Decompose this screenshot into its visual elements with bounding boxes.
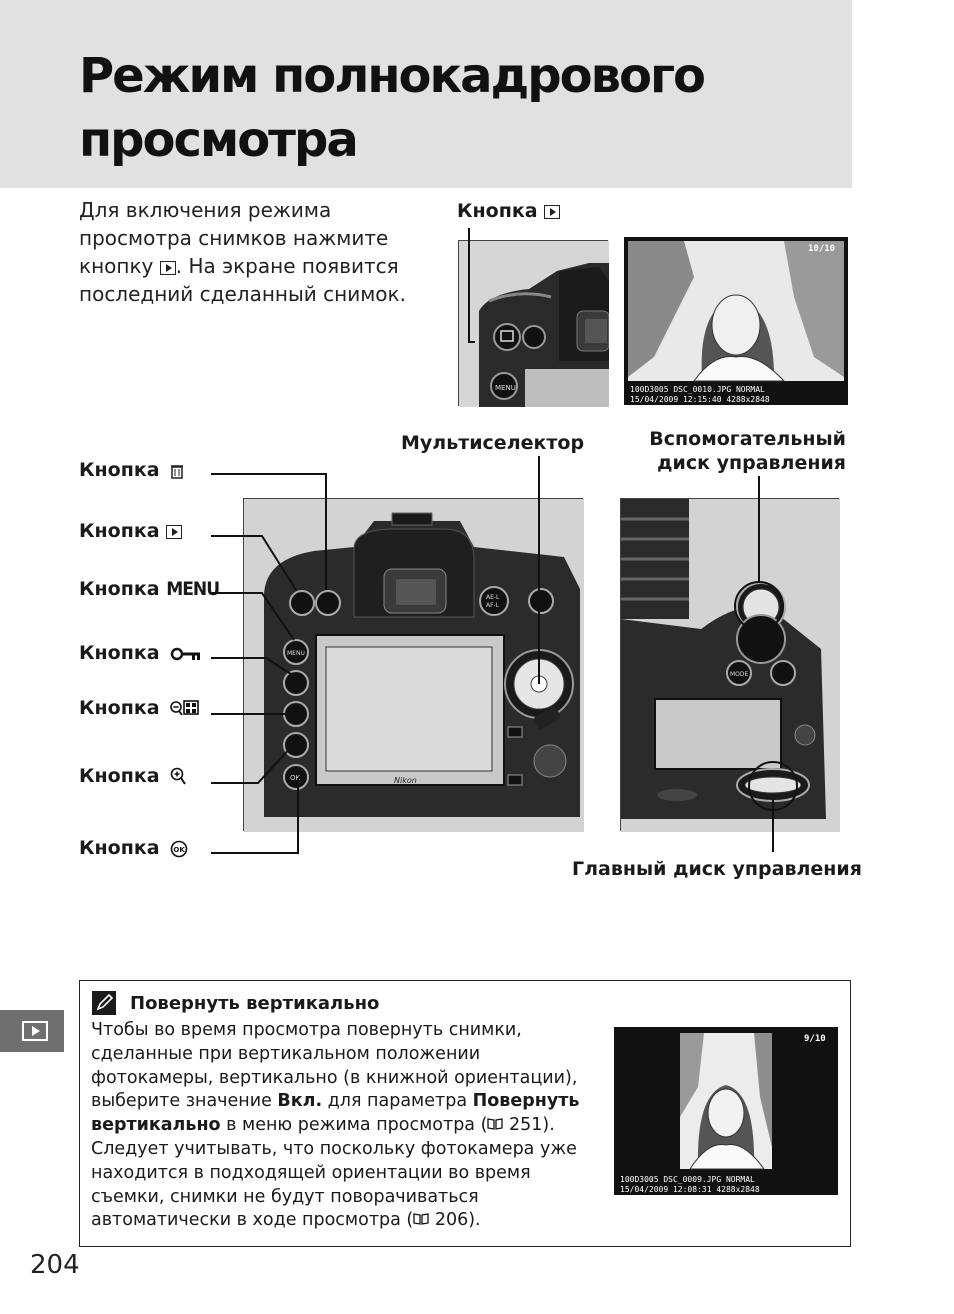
svg-text:MODE: MODE [730,671,749,678]
pencil-icon [92,991,116,1015]
protect-button-label: Кнопка [79,641,202,665]
playback-screen-photo: 10/10 100D3005 DSC_0010.JPG NORMAL 15/04… [624,237,848,405]
ok-button-label: Кнопка OK [79,836,188,860]
thumbnail-zoom-out-icon [170,699,199,716]
top-playback-button-label: Кнопка [457,199,561,223]
camera-back-illustration: AE-L AF-L Nikon MENU OK [243,498,584,832]
playback-button-label: Кнопка [79,519,183,543]
svg-text:Nikon: Nikon [394,776,417,785]
intro-text: Для включения режима просмотра снимков н… [79,196,439,308]
camera-side-illustration: MODE [620,498,840,832]
screen-info-row-1: 100D3005 DSC_0009.JPG NORMAL [620,1175,755,1184]
intro-line-1: Для включения режима [79,198,332,222]
svg-text:AF-L: AF-L [486,602,500,609]
main-command-dial-label: Главный диск управления [572,858,862,880]
vertical-playback-photo: 9/10 100D3005 DSC_0009.JPG NORMAL 15/04/… [614,1027,838,1195]
playback-tab-icon [22,1021,48,1041]
sub-command-dial-label: Вспомогательный диск управления [649,428,846,474]
page-title-line-2: просмотра [79,112,359,168]
playback-chapter-tab [0,1010,64,1052]
intro-line-2: просмотра снимков нажмите [79,226,389,250]
note-title: Повернуть вертикально [130,993,380,1014]
screen-info-row-1: 100D3005 DSC_0010.JPG NORMAL [630,385,765,394]
ok-icon: OK [170,840,188,857]
page-title-line-1: Режим полнокадрового [79,48,706,104]
camera-top-illustration: MENU [458,240,610,407]
screen-info-row-2: 15/04/2009 12:08:31 4288x2848 [620,1185,760,1194]
menu-glyph: MENU [166,578,220,600]
frame-counter: 9/10 [804,1034,826,1044]
screen-info-row-2: 15/04/2009 12:15:40 4288x2848 [630,395,770,404]
svg-text:OK: OK [174,846,186,854]
intro-line-3: кнопку . На экране появится [79,254,399,278]
thumbnail-button-label: Кнопка [79,696,200,720]
svg-text:AE-L: AE-L [486,594,500,601]
camera-top-drawing: MENU [459,241,610,407]
vertical-portrait-photo: 9/10 100D3005 DSC_0009.JPG NORMAL 15/04/… [620,1033,826,1194]
key-icon [170,647,201,660]
playback-icon [159,260,176,275]
camera-back-drawing: AE-L AF-L Nikon MENU OK [244,499,584,832]
frame-counter: 10/10 [808,244,835,254]
header-band [0,0,852,188]
intro-line-4: последний сделанный снимок. [79,282,406,306]
rotate-tall-note: Повернуть вертикально Чтобы во время про… [79,980,851,1247]
playback-icon [166,524,183,539]
note-body: Чтобы во время просмотра повернуть снимк… [91,1020,580,1231]
svg-text:MENU: MENU [287,650,305,657]
svg-text:MENU: MENU [495,384,516,392]
trash-icon [171,464,184,479]
camera-side-drawing: MODE [621,499,840,832]
zoom-in-icon [170,767,187,785]
svg-text:OK: OK [290,774,301,782]
multiselector-label: Мультиселектор [401,432,585,454]
page-number: 204 [30,1250,80,1280]
book-reference-icon [413,1213,429,1226]
portrait-photo: 10/10 100D3005 DSC_0010.JPG NORMAL 15/04… [628,241,844,404]
delete-button-label: Кнопка [79,458,184,482]
zoom-in-button-label: Кнопка [79,764,188,788]
book-reference-icon [487,1118,504,1130]
page-title: Режим полнокадрового просмотра [79,44,819,172]
menu-button-label: Кнопка MENU [79,578,220,600]
playback-icon [544,204,561,219]
